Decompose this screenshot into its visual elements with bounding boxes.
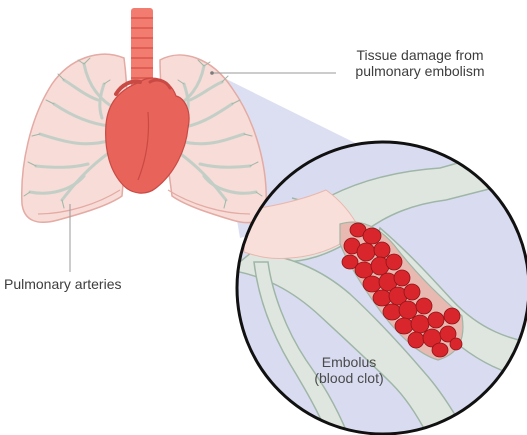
embolus-label: Embolus (blood clot) bbox=[301, 354, 397, 386]
tissue-damage-leader-dot bbox=[210, 71, 214, 75]
tissue-damage-label-line1: Tissue damage from bbox=[340, 47, 500, 63]
pulmonary-arteries-label: Pulmonary arteries bbox=[4, 276, 122, 292]
tissue-damage-label-line2: pulmonary embolism bbox=[340, 63, 500, 79]
trachea-illustration bbox=[131, 8, 153, 88]
embolus-label-line2: (blood clot) bbox=[301, 370, 397, 386]
embolus-label-line1: Embolus bbox=[301, 354, 397, 370]
tissue-damage-label: Tissue damage from pulmonary embolism bbox=[340, 47, 500, 79]
